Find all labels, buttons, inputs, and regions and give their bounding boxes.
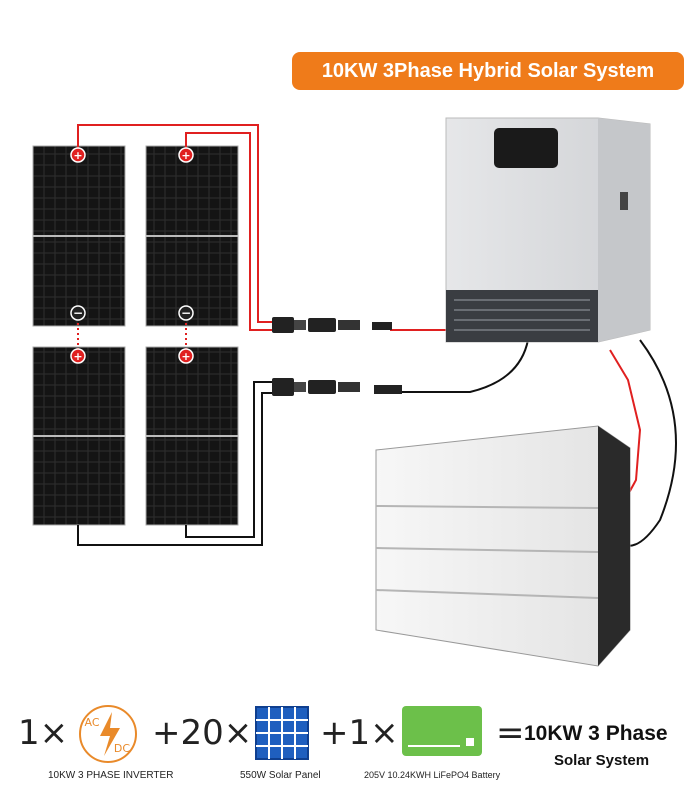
hybrid-inverter [445,117,651,343]
mc4-connectors-positive [272,317,392,333]
panel-quantity: +20× [152,713,253,753]
dotted-series-links [77,318,187,352]
battery-caption: 205V 10.24KWH LiFePO4 Battery [364,770,501,780]
result-line-1: 10KW 3 Phase [524,722,668,745]
solar-panel-bottom-right [145,346,239,526]
inverter-icon-ac: AC [84,716,99,729]
solar-panel-top-right [145,145,239,327]
solar-panel-icon [255,706,309,760]
title-banner: 10KW 3Phase Hybrid Solar System [292,52,684,90]
svg-text:+: + [73,350,82,363]
negative-wires [77,339,677,547]
mc4-connectors-negative [272,378,402,396]
inverter-caption: 10KW 3 PHASE INVERTER [48,770,174,781]
positive-wires [77,124,642,501]
solar-panel-bottom-left [32,346,126,526]
battery-quantity: +1× [320,713,399,753]
positive-terminal-icons: + + + + [70,147,194,364]
equals-sign: = [496,713,525,753]
svg-text:−: − [181,306,191,320]
panel-caption: 550W Solar Panel [240,770,321,781]
svg-text:−: − [73,306,83,320]
battery-icon [402,706,482,756]
negative-terminal-icons: − − [70,305,194,321]
inverter-quantity: 1× [18,713,69,753]
svg-text:+: + [181,350,190,363]
lifepo4-battery [375,425,631,667]
inverter-icon-dc: DC [114,742,130,755]
inverter-display [494,128,558,168]
svg-text:+: + [181,149,190,162]
inverter-icon: AC DC [79,705,137,763]
svg-text:+: + [73,149,82,162]
solar-panel-top-left [32,145,126,327]
result-line-2: Solar System [554,752,650,769]
